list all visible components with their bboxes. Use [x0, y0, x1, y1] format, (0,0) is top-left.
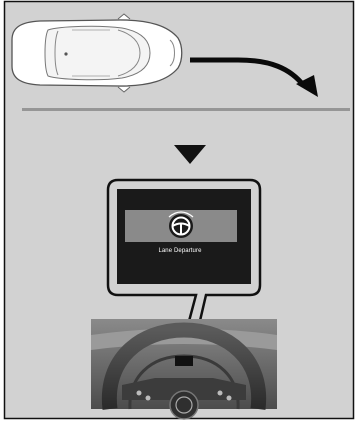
lane-line [22, 108, 350, 111]
display-location-marker [175, 356, 193, 366]
lane-departure-message: Lane Departure [120, 248, 240, 254]
dashboard-view [91, 319, 277, 419]
vehicle-top-view [12, 14, 182, 92]
